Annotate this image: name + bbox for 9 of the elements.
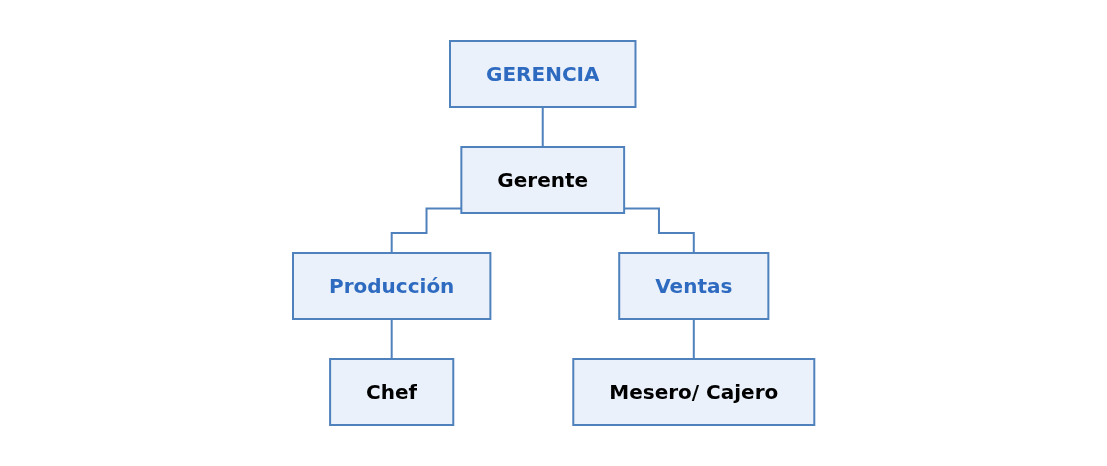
- node-box: Gerente: [460, 146, 625, 214]
- node-box: Chef: [328, 358, 455, 426]
- node-box: Producción: [291, 252, 492, 320]
- connector: [692, 318, 695, 360]
- connector: [541, 106, 544, 148]
- node-box: GERENCIA: [448, 40, 637, 108]
- node-box: Mesero/ Cajero: [572, 358, 816, 426]
- node-box: Ventas: [618, 252, 770, 320]
- connector: [390, 318, 393, 360]
